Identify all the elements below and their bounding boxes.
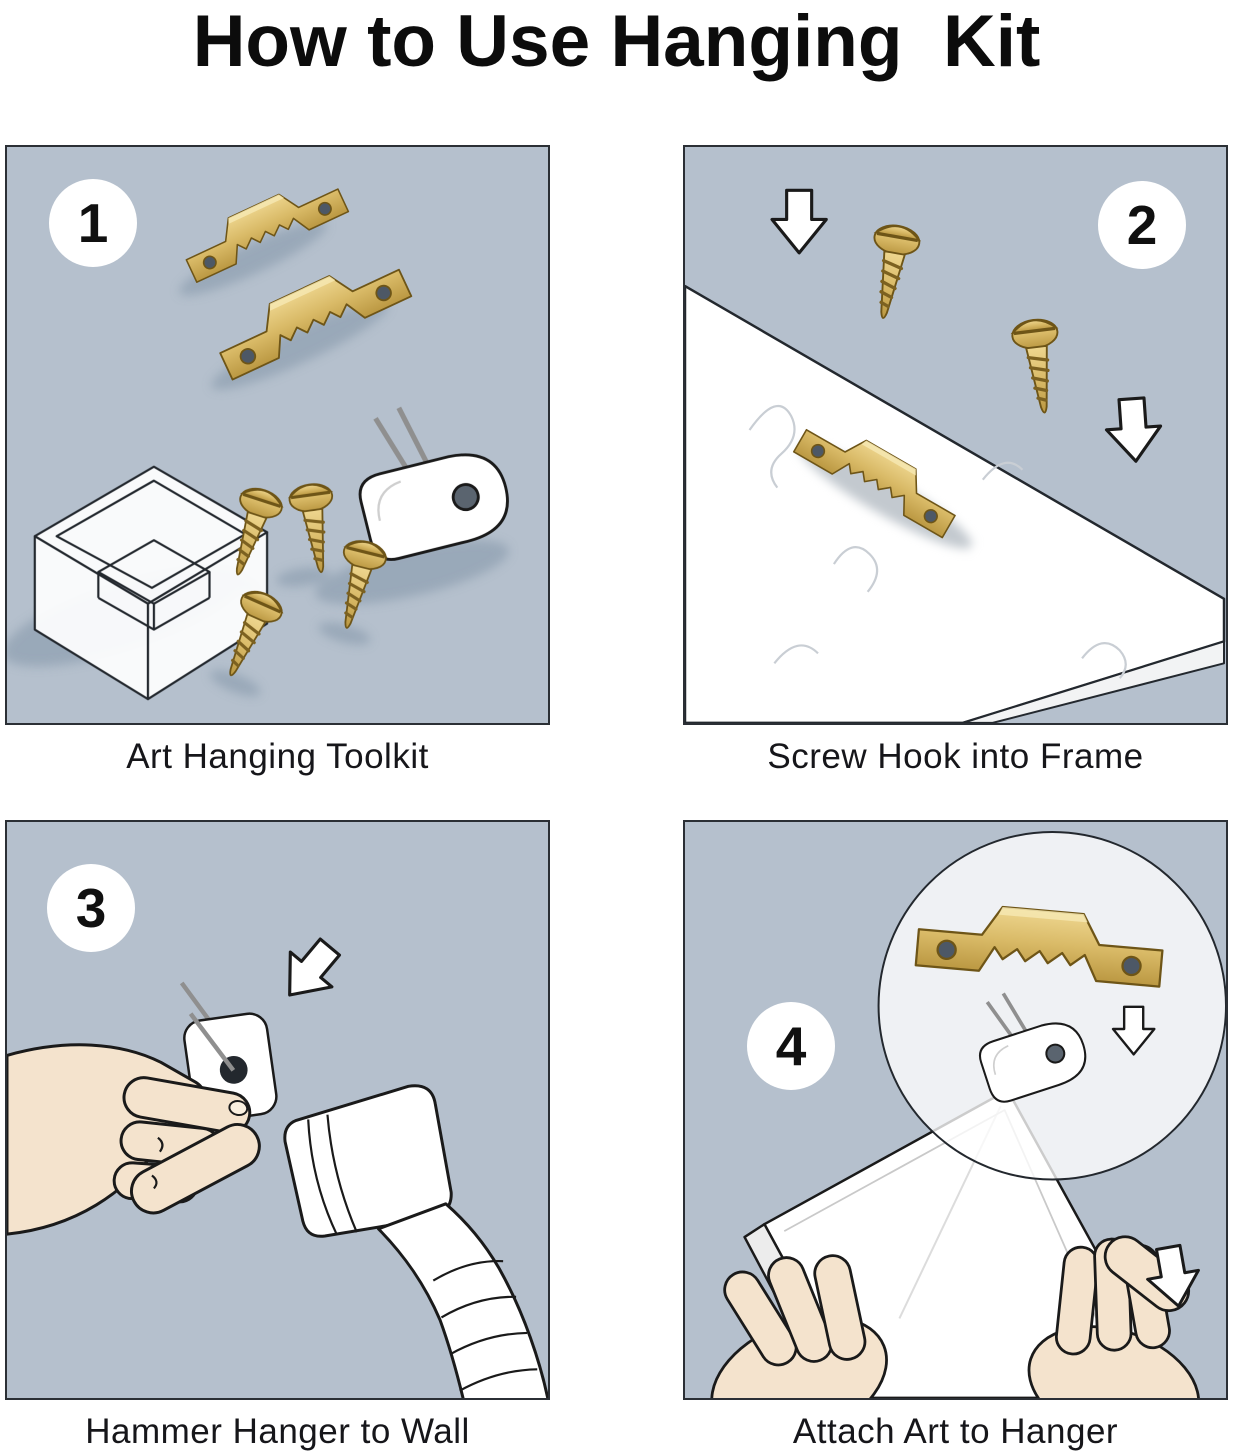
hand-icon <box>1027 1235 1201 1398</box>
step-panel-3: 3 Hammer Hanger to Wall <box>5 820 550 1452</box>
frame-board-illustration <box>685 284 1226 723</box>
hand-icon <box>7 1043 261 1236</box>
step-number: 2 <box>1126 194 1158 256</box>
hand-icon <box>710 1254 888 1398</box>
step-number-badge: 3 <box>47 864 135 952</box>
hanger-pin <box>188 1012 236 1072</box>
step-caption: Attach Art to Hanger <box>792 1412 1119 1451</box>
step-number: 3 <box>75 877 107 939</box>
down-arrow-icon <box>1102 395 1165 465</box>
down-arrow-icon <box>267 928 353 1014</box>
hammer-to-wall-illustration <box>7 928 548 1398</box>
step-number-badge: 2 <box>1098 181 1186 269</box>
page-title: How to Use Hanging Kit <box>192 1 1041 82</box>
magnifier-circle <box>877 831 1226 1181</box>
step-number-badge: 1 <box>49 179 137 267</box>
screw-icon <box>286 479 345 577</box>
step-3-panel: 3 <box>5 820 550 1400</box>
attach-art-illustration <box>710 831 1226 1398</box>
step-caption: Screw Hook into Frame <box>767 737 1144 776</box>
step-number-badge: 4 <box>747 1002 835 1090</box>
wood-grain-lines <box>748 405 1127 679</box>
screw-into-frame-illustration <box>685 188 1226 723</box>
step-number: 1 <box>77 192 109 254</box>
step-caption: Hammer Hanger to Wall <box>85 1412 470 1451</box>
screw-icon <box>859 220 924 324</box>
step-2-panel: 2 <box>683 145 1228 725</box>
step-4-panel: 4 <box>683 820 1228 1400</box>
step-caption: Art Hanging Toolkit <box>126 737 429 776</box>
step-1-panel: 1 <box>5 145 550 725</box>
step-panel-4: 4 Attach Art to Hanger <box>683 820 1228 1452</box>
step-panel-1: 1 Art Hanging Toolkit <box>5 145 550 777</box>
down-arrow-icon <box>770 188 828 255</box>
wall-hook-icon <box>341 387 516 564</box>
screw-icon <box>1009 315 1069 418</box>
step-number: 4 <box>775 1015 807 1077</box>
toolkit-illustration <box>7 170 548 701</box>
step-panel-2: 2 Screw Hook into Frame <box>683 145 1228 777</box>
hammer-icon <box>283 1084 548 1398</box>
